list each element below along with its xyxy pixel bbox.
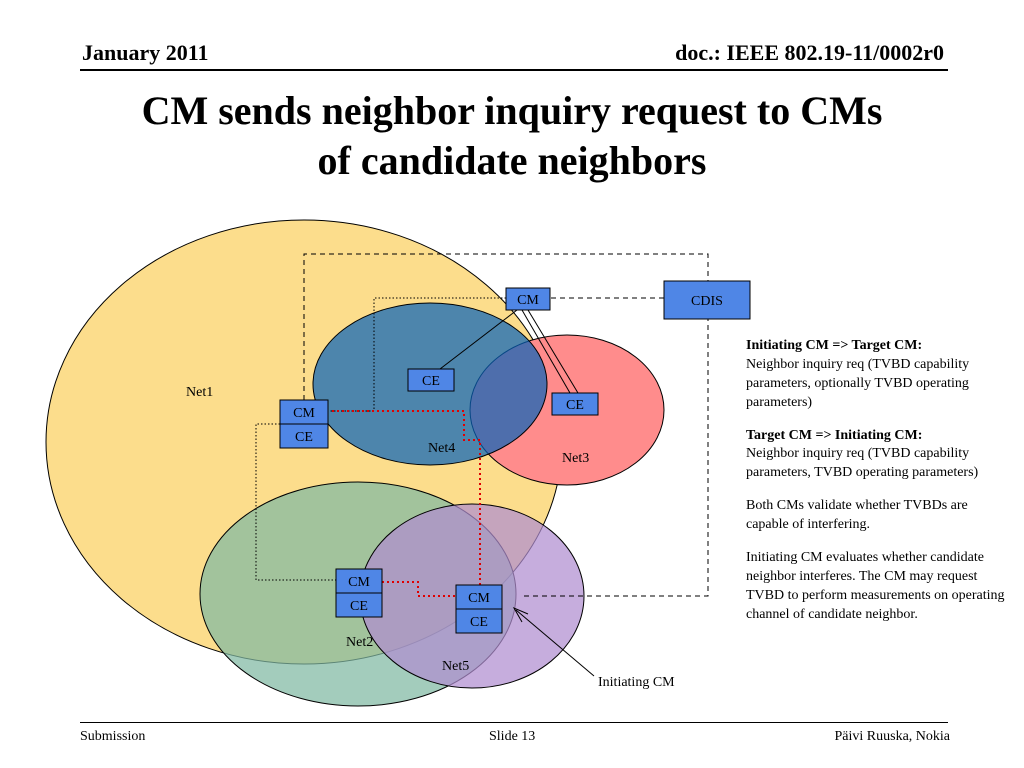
ce-net3-label: CE [566, 398, 584, 413]
initiating-cm-label: Initiating CM [598, 675, 675, 690]
cm-net5-label: CM [468, 591, 490, 606]
note-1-heading: Initiating CM => Target CM: [746, 338, 923, 353]
explanation-notes: Initiating CM => Target CM: Neighbor inq… [746, 337, 1008, 639]
ce-net2-label: CE [350, 599, 368, 614]
initiating-cm-arrow [512, 606, 595, 677]
cm-ce-net2-box[interactable]: CM CE [335, 568, 383, 618]
note-2-heading: Target CM => Initiating CM: [746, 427, 923, 443]
note-validation: Both CMs validate whether TVBDs are capa… [746, 498, 968, 533]
note-2-body: Neighbor inquiry req (TVBD capability pa… [746, 446, 979, 481]
ce-net3-box[interactable]: CE [551, 392, 599, 416]
footer-slide-number: Slide 13 [489, 729, 536, 744]
header-doc-id: doc.: IEEE 802.19-11/0002r0 [675, 40, 944, 65]
footer-rule [80, 722, 948, 723]
net3-label: Net3 [562, 451, 589, 466]
slide-title-line-1: CM sends neighbor inquiry request to CMs [141, 88, 883, 133]
ce-net4-label: CE [422, 374, 440, 389]
note-1-body: Neighbor inquiry req (TVBD capability pa… [746, 356, 970, 410]
ce-net4-box[interactable]: CE [407, 368, 455, 392]
header-date: January 2011 [82, 40, 209, 65]
slide-title-line-2: of candidate neighbors [317, 138, 707, 183]
cm-net1-label: CM [293, 406, 315, 421]
ce-net1-label: CE [295, 430, 313, 445]
cm-top-box[interactable]: CM [505, 287, 551, 311]
note-target-to-initiating: Target CM => Initiating CM: Neighbor inq… [746, 427, 1008, 484]
cm-top-label: CM [517, 293, 539, 308]
header-rule [80, 69, 948, 71]
footer-submission: Submission [80, 729, 146, 744]
cdis-label: CDIS [691, 294, 723, 309]
cdis-dashed-links [303, 253, 709, 597]
net2-label: Net2 [346, 635, 373, 650]
note-evaluation: Initiating CM evaluates whether candidat… [746, 550, 1005, 622]
ce-net5-label: CE [470, 615, 488, 630]
net1-label: Net1 [186, 385, 213, 400]
cm-ce-net1-box[interactable]: CM CE [279, 399, 329, 449]
net4-label: Net4 [428, 441, 455, 456]
cm-net2-label: CM [348, 575, 370, 590]
cm-ce-net5-box[interactable]: CM CE [455, 584, 503, 634]
cm-ce-links [439, 309, 579, 394]
footer-author: Päivi Ruuska, Nokia [834, 729, 951, 744]
net5-label: Net5 [442, 659, 469, 674]
request-path [330, 410, 481, 597]
note-initiating-to-target: Initiating CM => Target CM: Neighbor inq… [746, 337, 1008, 413]
cdis-box[interactable]: CDIS [663, 280, 751, 320]
slide-title: CM sends neighbor inquiry request to CMs… [60, 86, 964, 186]
